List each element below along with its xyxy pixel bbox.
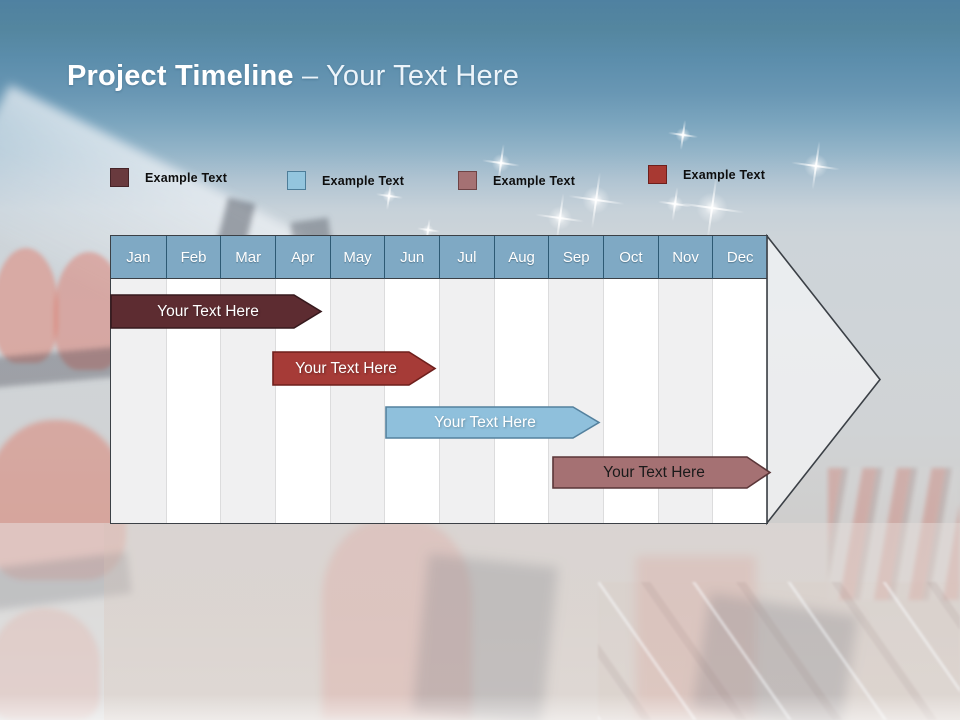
month-header-cell: Feb — [165, 236, 221, 279]
light-flare-icon — [666, 195, 684, 213]
timeline-arrow-tip — [766, 233, 882, 526]
background-seat-rows — [828, 468, 960, 600]
month-header-cell: Aug — [493, 236, 549, 279]
month-header-cell: May — [329, 236, 385, 279]
timeline-column-body — [493, 279, 549, 523]
month-header-cell: Dec — [712, 236, 768, 279]
timeline-column-body — [329, 279, 385, 523]
task-bar-2 — [272, 351, 437, 386]
month-header-cell: Nov — [657, 236, 713, 279]
legend-label: Example Text — [145, 170, 228, 185]
background-reflection — [0, 694, 960, 720]
legend-item-4: Example Text — [648, 164, 765, 185]
legend-label: Example Text — [322, 173, 405, 188]
timeline-column-mar: Mar — [220, 236, 276, 523]
legend-swatch-blue — [287, 171, 306, 190]
timeline-column-may: May — [329, 236, 385, 523]
timeline-column-body — [439, 279, 494, 523]
timeline-column-aug: Aug — [493, 236, 549, 523]
slide-title-main: Project Timeline — [67, 60, 294, 92]
month-header-cell: Oct — [603, 236, 658, 279]
task-bar-1 — [110, 294, 323, 329]
month-header-cell: Apr — [275, 236, 330, 279]
month-header-cell: Jun — [384, 236, 440, 279]
background-wash — [0, 523, 960, 720]
legend-item-2: Example Text — [287, 170, 404, 191]
background-seat-shape — [0, 248, 58, 363]
month-header-cell: Jul — [439, 236, 494, 279]
timeline-column-feb: Feb — [165, 236, 221, 523]
light-flare-icon — [803, 153, 829, 179]
light-flare-icon — [695, 191, 729, 225]
task-bar-label: Your Text Here — [157, 303, 259, 320]
legend-label: Example Text — [683, 167, 766, 182]
legend-item-3: Example Text — [458, 170, 575, 191]
timeline-grid: Jan Feb Mar Apr May Jun Jul Aug Sep Oct … — [110, 235, 768, 524]
task-bar-4 — [552, 456, 772, 489]
light-flare-icon — [382, 189, 396, 203]
timeline-column-jan: Jan — [111, 236, 166, 523]
timeline-column-jun: Jun — [384, 236, 440, 523]
slide-title-accent: – Your Text Here — [301, 60, 520, 92]
light-flare-icon — [581, 185, 611, 215]
legend-item-1: Example Text — [110, 167, 227, 188]
timeline-column-body — [384, 279, 440, 523]
timeline-column-jul: Jul — [439, 236, 494, 523]
legend-swatch-maroon — [110, 168, 129, 187]
task-bar-label: Your Text Here — [295, 360, 397, 377]
legend-label: Example Text — [493, 173, 576, 188]
task-bar-label: Your Text Here — [603, 464, 705, 481]
task-bar-3 — [385, 406, 601, 439]
task-bar-label: Your Text Here — [434, 414, 536, 431]
background-seat-shape — [0, 420, 126, 580]
slide-title: Project Timeline – Your Text Here — [67, 60, 519, 93]
timeline-chart: Jan Feb Mar Apr May Jun Jul Aug Sep Oct … — [110, 233, 885, 526]
legend-swatch-mauve — [458, 171, 477, 190]
month-header-cell: Jan — [111, 236, 166, 279]
legend-swatch-red — [648, 165, 667, 184]
month-header-cell: Sep — [548, 236, 604, 279]
month-header-cell: Mar — [220, 236, 276, 279]
light-flare-icon — [675, 127, 691, 143]
light-flare-icon — [547, 205, 573, 231]
background-seat-shape — [322, 520, 472, 720]
